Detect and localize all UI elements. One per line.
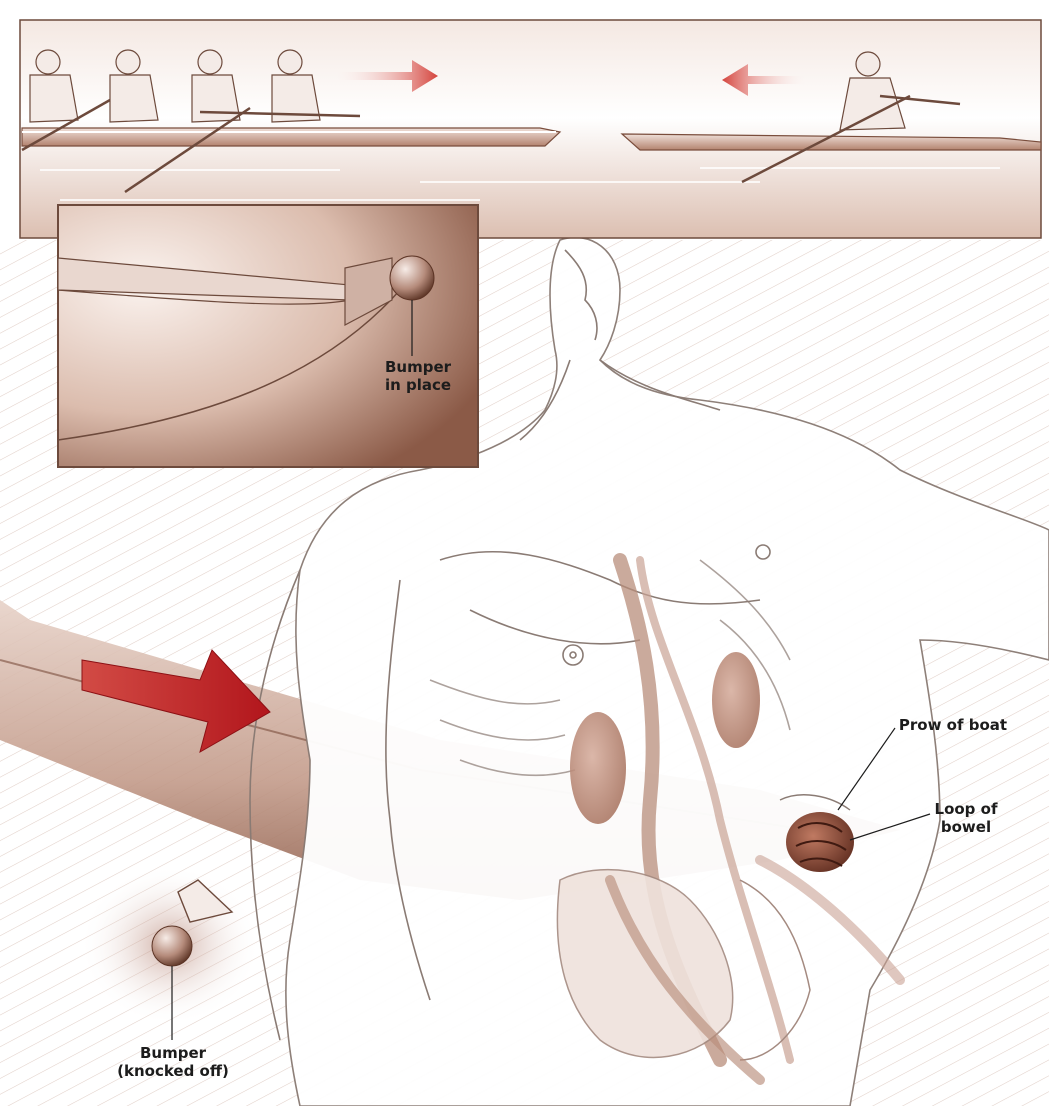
label-loop-of-bowel: Loop of bowel xyxy=(926,800,1006,836)
label-bumper-in-place-line1: Bumper xyxy=(373,358,463,376)
label-bumper-knocked-off-line2: (knocked off) xyxy=(108,1062,238,1080)
label-bumper-in-place-line2: in place xyxy=(373,376,463,394)
label-loop-of-bowel-line1: Loop of xyxy=(926,800,1006,818)
bumper-in-place-inset xyxy=(58,205,478,467)
label-bumper-knocked-off-line1: Bumper xyxy=(108,1044,238,1062)
label-bumper-knocked-off: Bumper (knocked off) xyxy=(108,1044,238,1080)
label-prow-of-boat: Prow of boat xyxy=(893,716,1013,734)
label-bumper-in-place: Bumper in place xyxy=(373,358,463,394)
label-loop-of-bowel-line2: bowel xyxy=(926,818,1006,836)
